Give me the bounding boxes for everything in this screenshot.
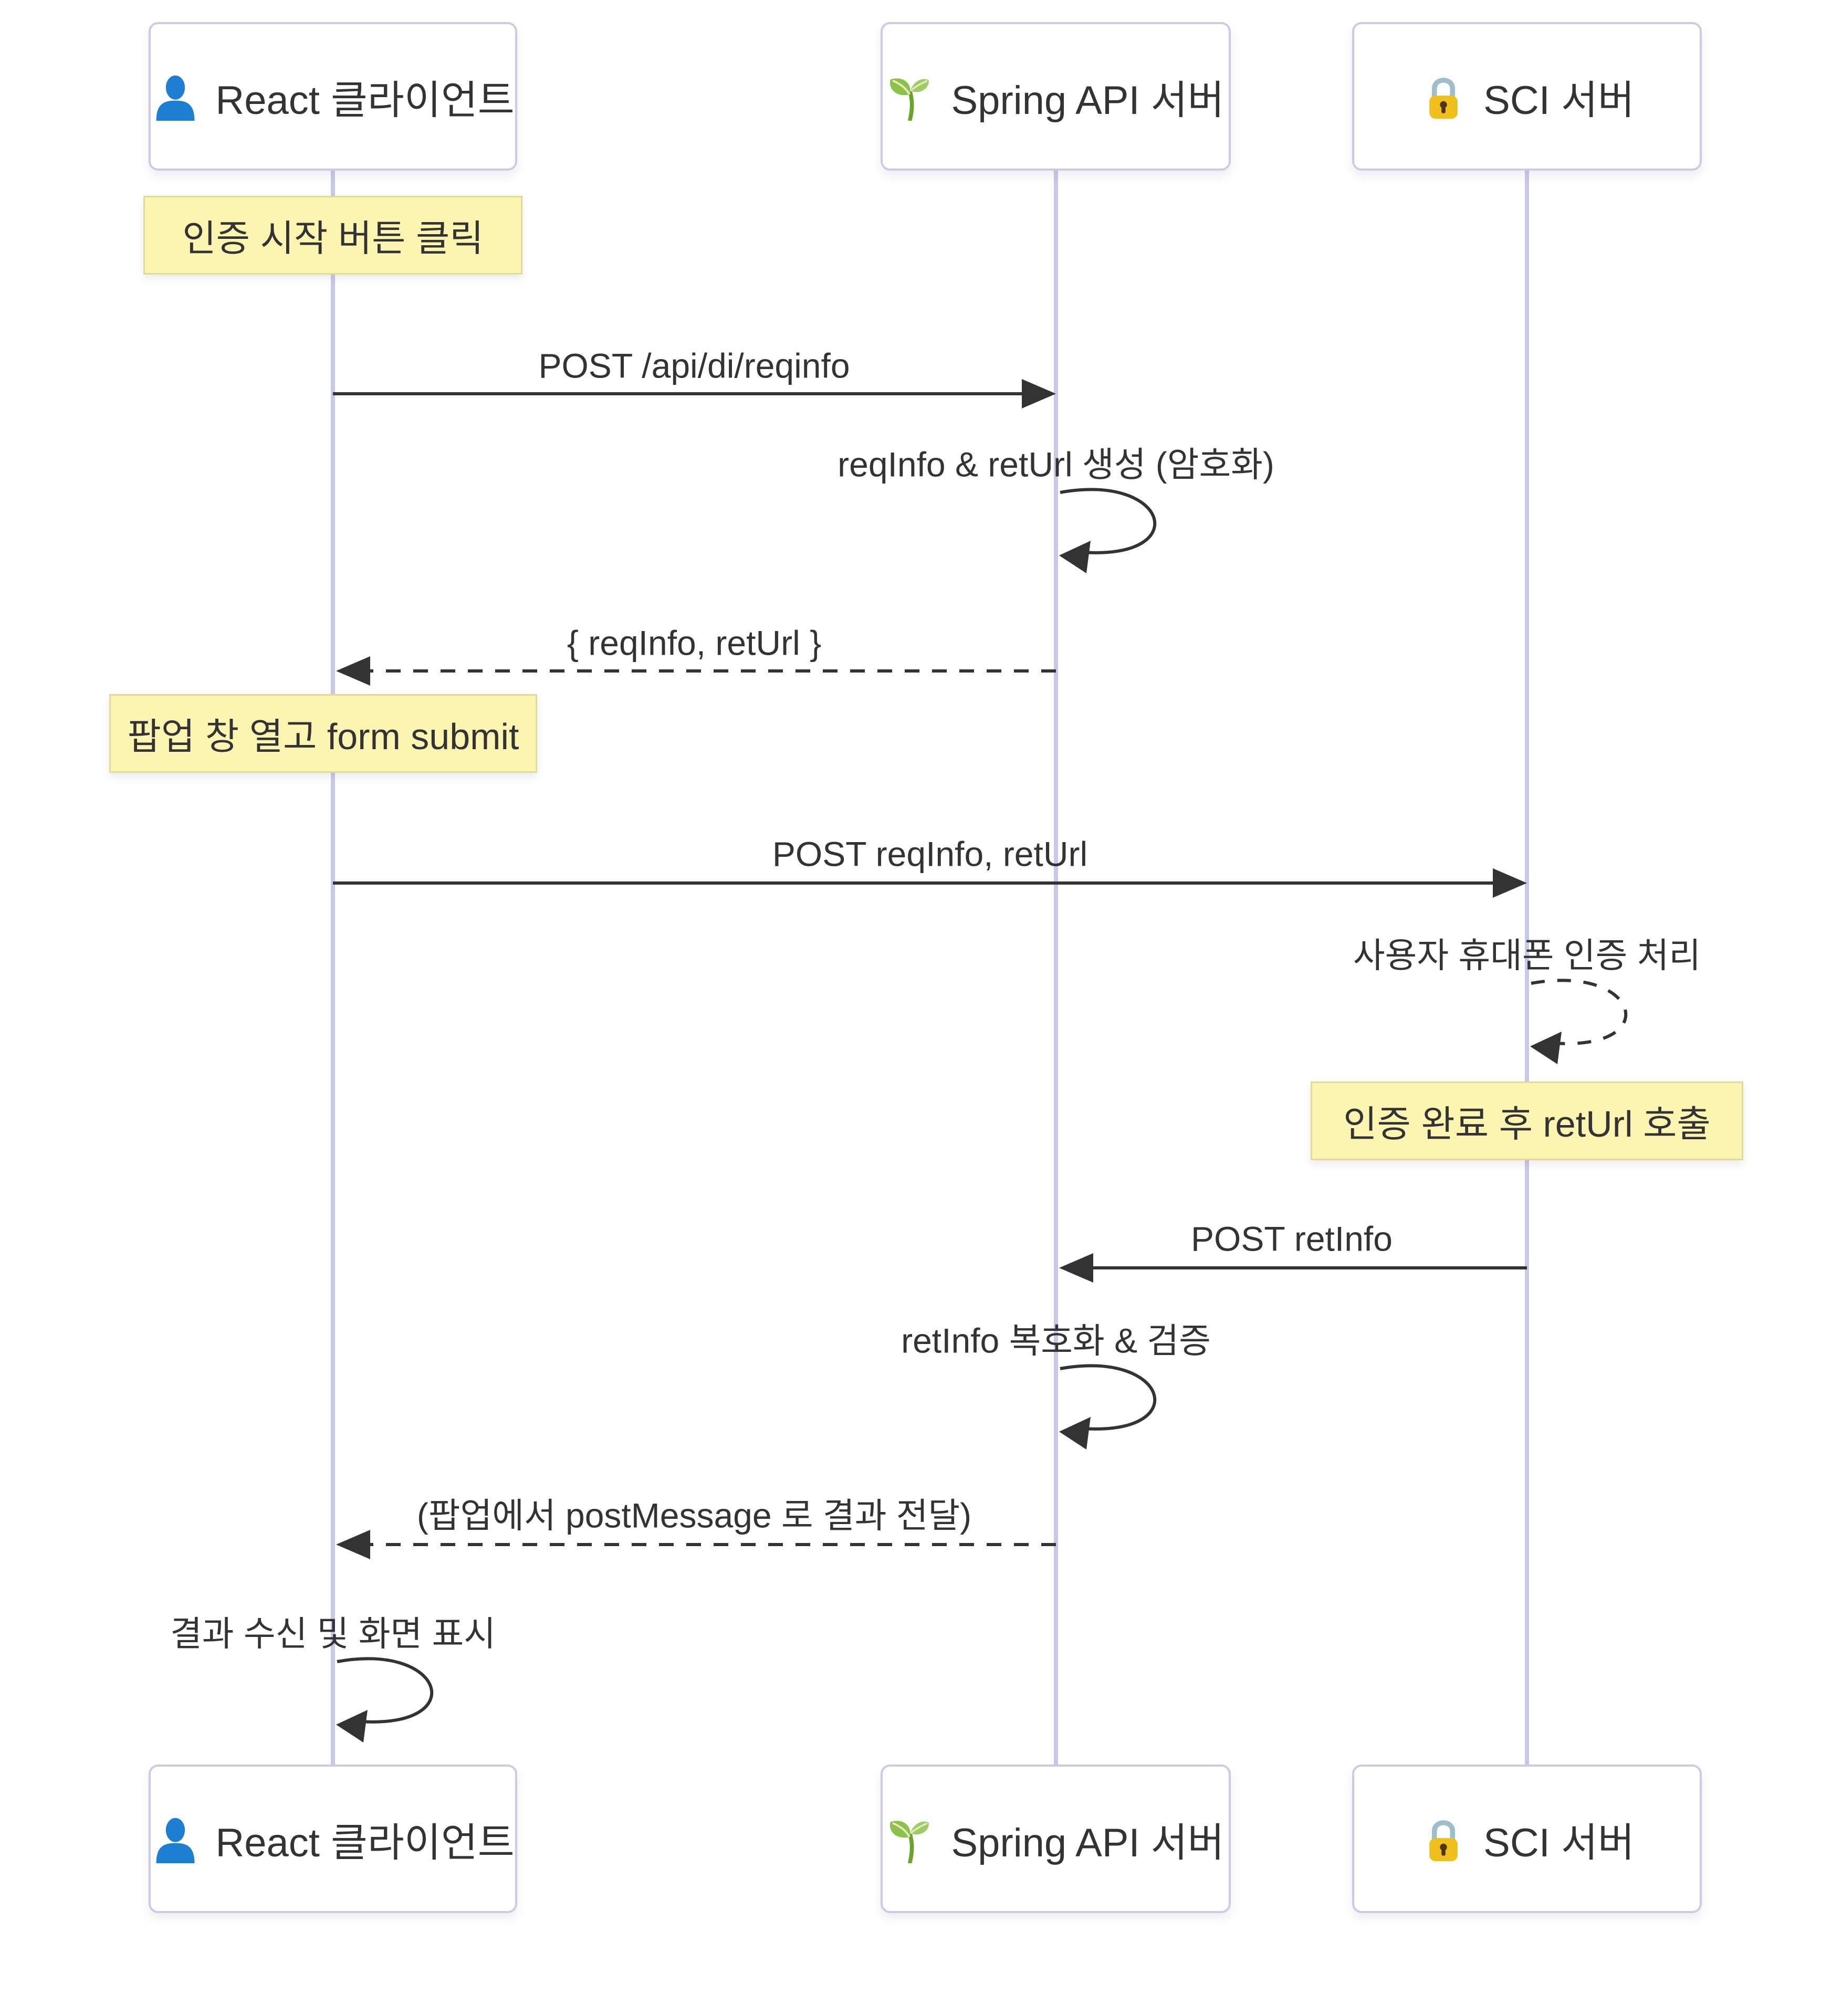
message-label-return-reqinfo: { reqInfo, retUrl } — [567, 623, 822, 663]
message-label-verify: retInfo 복호화 & 검증 — [901, 1321, 1211, 1360]
arrowhead-left-icon — [336, 656, 370, 686]
lifeline-sci — [1525, 171, 1529, 1765]
actor-label: React 클라이언트 — [215, 1820, 515, 1865]
message-label-post-reqinfo: POST /api/di/reqinfo — [538, 346, 850, 385]
actor-label: React 클라이언트 — [215, 78, 515, 123]
actor-spring-api-server-bottom: Spring API 서버 — [881, 1765, 1231, 1913]
actor-label: SCI 서버 — [1483, 78, 1635, 123]
actor-sci-server-top: SCI 서버 — [1352, 22, 1702, 171]
lock-icon — [1419, 72, 1468, 121]
message-label-post-requrl: POST reqInfo, retUrl — [772, 834, 1088, 874]
seedling-icon — [887, 72, 935, 121]
arrowhead-left-icon — [1530, 1032, 1562, 1064]
message-label-phone-auth: 사용자 휴대폰 인증 처리 — [1353, 936, 1701, 975]
actor-label: Spring API 서버 — [951, 1820, 1224, 1865]
message-label-generate: reqInfo & retUrl 생성 (암호화) — [838, 445, 1274, 484]
actor-spring-api-server-top: Spring API 서버 — [881, 22, 1231, 171]
note-text: 인증 완료 후 retUrl 호출 — [1343, 1103, 1711, 1144]
lock-icon — [1419, 1815, 1468, 1863]
actor-react-client-bottom: React 클라이언트 — [149, 1765, 517, 1913]
actor-label: Spring API 서버 — [951, 78, 1224, 123]
message-label-postmessage: (팝업에서 postMessage 로 결과 전달) — [416, 1496, 972, 1535]
actor-react-client-top: React 클라이언트 — [149, 22, 517, 171]
lifeline-react — [331, 171, 335, 1765]
self-loop-spring-generate — [1060, 488, 1157, 554]
arrowhead-left-icon — [1059, 1417, 1091, 1450]
note-popup-submit: 팝업 창 열고 form submit — [109, 694, 537, 773]
message-label-post-retinfo: POST retInfo — [1191, 1219, 1393, 1258]
actor-sci-server-bottom: SCI 서버 — [1352, 1765, 1702, 1913]
seedling-icon — [887, 1815, 935, 1863]
lifeline-spring — [1054, 171, 1058, 1765]
arrowhead-right-icon — [1022, 379, 1056, 408]
self-loop-spring-verify — [1060, 1364, 1157, 1431]
arrowhead-left-icon — [336, 1710, 368, 1742]
actor-label: SCI 서버 — [1483, 1820, 1635, 1865]
note-text: 팝업 창 열고 form submit — [127, 716, 519, 757]
self-loop-react-display — [337, 1657, 434, 1724]
person-icon — [151, 72, 200, 121]
note-auth-complete: 인증 완료 후 retUrl 호출 — [1311, 1082, 1743, 1160]
message-label-show-result: 결과 수신 및 화면 표시 — [170, 1614, 496, 1653]
arrowhead-left-icon — [1059, 1253, 1093, 1283]
arrowhead-left-icon — [336, 1530, 370, 1559]
note-start-auth: 인증 시작 버튼 클릭 — [143, 196, 522, 275]
self-loop-sci-auth — [1531, 979, 1628, 1045]
arrowhead-left-icon — [1059, 541, 1091, 573]
arrowhead-right-icon — [1493, 868, 1527, 898]
note-text: 인증 시작 버튼 클릭 — [182, 217, 484, 259]
person-icon — [151, 1815, 200, 1863]
